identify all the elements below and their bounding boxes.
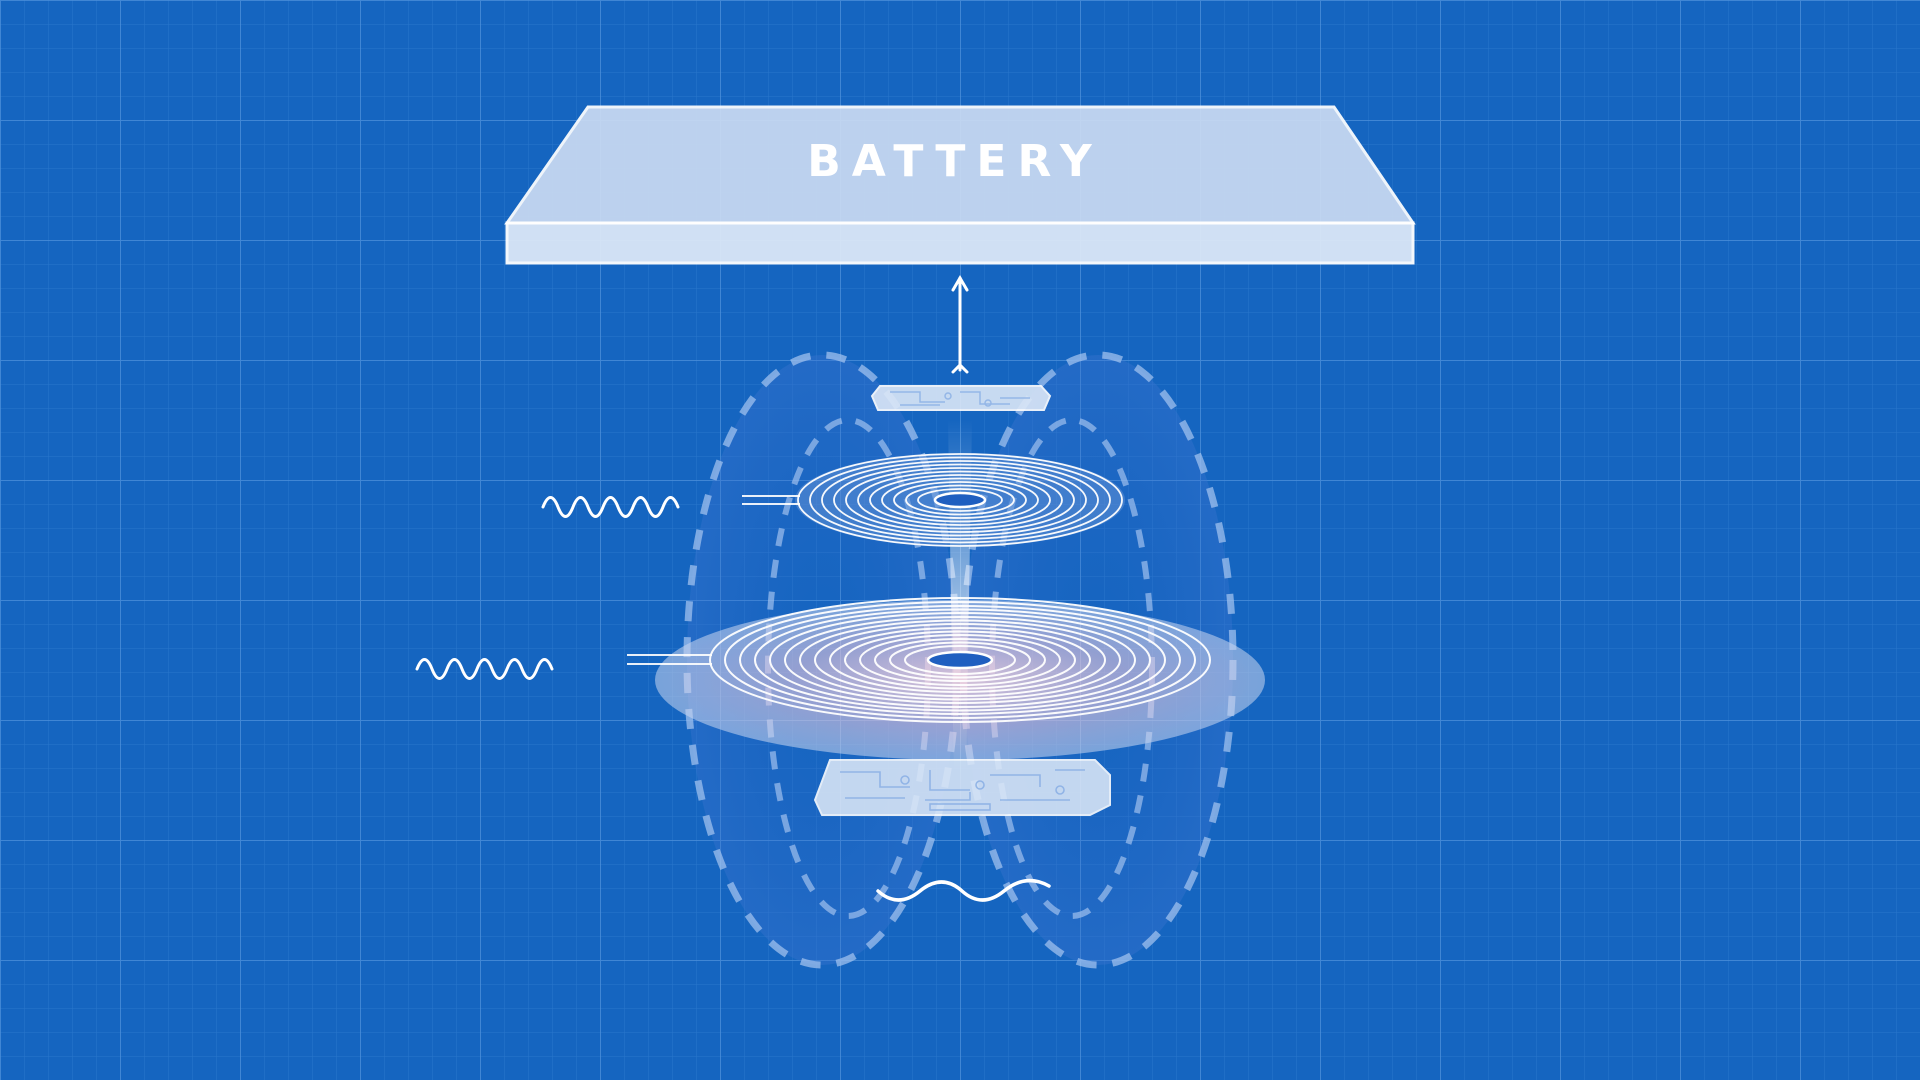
up-arrow-icon: [951, 275, 969, 374]
transmitter-coil-leads: [627, 654, 712, 665]
transmitter-coil: [655, 597, 1265, 760]
transmitter-circuit-board: [813, 759, 1111, 816]
receiver-circuit-chip: [870, 385, 1052, 411]
battery-label: BATTERY: [807, 136, 1103, 187]
output-wave: [876, 878, 1051, 902]
battery-front-face: [505, 221, 1415, 265]
receiver-coil: [795, 453, 1125, 547]
sine-wave-icon: [541, 496, 680, 518]
receiver-coil-leads: [742, 495, 800, 505]
battery: BATTERY: [504, 105, 1416, 265]
sine-wave-icon: [415, 658, 554, 680]
